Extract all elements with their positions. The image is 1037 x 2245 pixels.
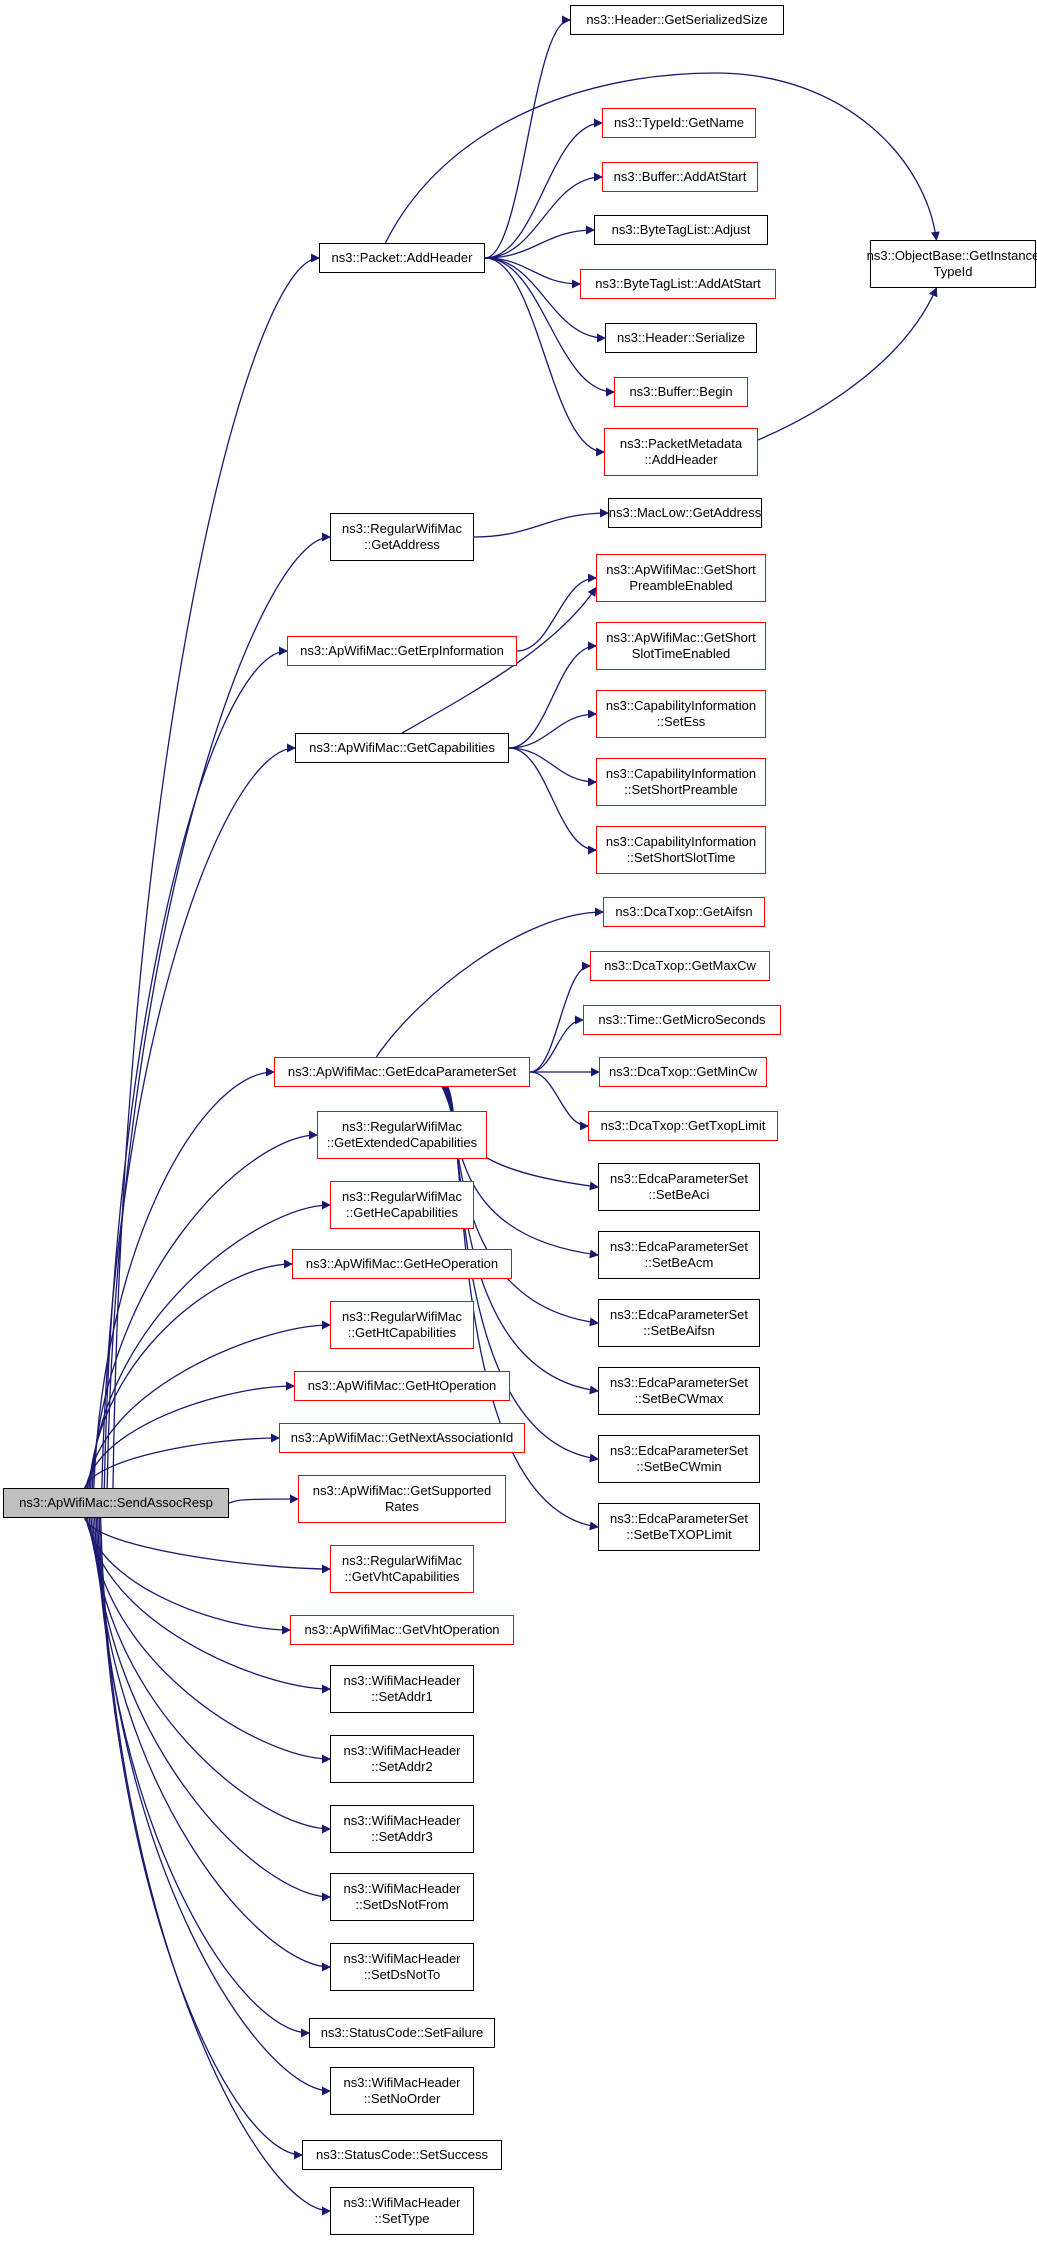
node-buffer-begin[interactable]: ns3::Buffer::Begin (614, 377, 748, 407)
edge-sendAssocResp-to-addHeader (112, 253, 320, 1489)
node-get-short-preamble-enabled[interactable]: ns3::ApWifiMac::GetShort PreambleEnabled (596, 554, 766, 602)
edge-addHeader-to-pmAddHeader (484, 257, 605, 457)
node-get-he-capabilities[interactable]: ns3::RegularWifiMac ::GetHeCapabilities (330, 1181, 474, 1229)
edge-sendAssocResp-to-getSupportedRates (228, 1494, 299, 1504)
edge-sendAssocResp-to-setDsNotFrom (92, 1517, 331, 1902)
edge-addHeader-to-getInstanceTypeId (384, 72, 940, 244)
edge-addHeader-to-headerSerialize (484, 257, 606, 343)
edge-sendAssocResp-to-setNoOrder (97, 1517, 331, 2096)
edge-sendAssocResp-to-getVhtOperation (85, 1517, 291, 1635)
node-set-addr3[interactable]: ns3::WifiMacHeader ::SetAddr3 (330, 1805, 474, 1853)
node-set-ds-not-to[interactable]: ns3::WifiMacHeader ::SetDsNotTo (330, 1943, 474, 1991)
node-get-supported-rates[interactable]: ns3::ApWifiMac::GetSupported Rates (298, 1475, 506, 1523)
node-get-ht-capabilities[interactable]: ns3::RegularWifiMac ::GetHtCapabilities (330, 1301, 474, 1349)
edge-sendAssocResp-to-getCapabilities (101, 743, 296, 1489)
edge-sendAssocResp-to-setType (100, 1517, 331, 2216)
node-set-success[interactable]: ns3::StatusCode::SetSuccess (302, 2140, 502, 2170)
node-set-be-aifsn[interactable]: ns3::EdcaParameterSet ::SetBeAifsn (598, 1299, 760, 1347)
edge-sendAssocResp-to-getEdcaParameterSet (93, 1067, 275, 1489)
node-set-addr2[interactable]: ns3::WifiMacHeader ::SetAddr2 (330, 1735, 474, 1783)
edge-addHeader-to-byteTagAddAtStart (484, 257, 581, 289)
node-get-capabilities[interactable]: ns3::ApWifiMac::GetCapabilities (295, 733, 509, 763)
node-set-be-cwmax[interactable]: ns3::EdcaParameterSet ::SetBeCWmax (598, 1367, 760, 1415)
node-dca-get-txop-limit[interactable]: ns3::DcaTxop::GetTxopLimit (588, 1111, 778, 1141)
node-type-id-get-name[interactable]: ns3::TypeId::GetName (602, 108, 756, 138)
node-set-failure[interactable]: ns3::StatusCode::SetFailure (309, 2018, 495, 2048)
node-get-erp-information[interactable]: ns3::ApWifiMac::GetErpInformation (287, 636, 517, 666)
node-set-be-cwmin[interactable]: ns3::EdcaParameterSet ::SetBeCWmin (598, 1435, 760, 1483)
node-get-next-association-id[interactable]: ns3::ApWifiMac::GetNextAssociationId (279, 1423, 525, 1453)
edge-addHeader-to-typeIdGetName (484, 118, 603, 259)
node-add-header[interactable]: ns3::Packet::AddHeader (319, 243, 485, 273)
node-set-be-acm[interactable]: ns3::EdcaParameterSet ::SetBeAcm (598, 1231, 760, 1279)
edge-sendAssocResp-to-getExtendedCapabilities (91, 1130, 318, 1489)
edge-addHeader-to-bufferAddAtStart (484, 172, 603, 259)
node-ci-set-short-preamble[interactable]: ns3::CapabilityInformation ::SetShortPre… (596, 758, 766, 806)
edge-sendAssocResp-to-setDsNotTo (93, 1517, 331, 1972)
node-buffer-add-at-start[interactable]: ns3::Buffer::AddAtStart (602, 162, 758, 192)
edge-sendAssocResp-to-getHeOperation (88, 1259, 293, 1489)
edge-rwmGetAddress-to-macLowGetAddress (473, 508, 609, 538)
node-get-vht-operation[interactable]: ns3::ApWifiMac::GetVhtOperation (290, 1615, 514, 1645)
edge-sendAssocResp-to-getHtOperation (85, 1381, 295, 1489)
edge-getErpInformation-to-getShortPreambleEnabled (516, 573, 597, 652)
edge-getCapabilities-to-ciSetShortSlotTime (508, 747, 597, 855)
node-ci-set-ess[interactable]: ns3::CapabilityInformation ::SetEss (596, 690, 766, 738)
edge-addHeader-to-bufferBegin (484, 257, 615, 397)
node-ci-set-short-slot-time[interactable]: ns3::CapabilityInformation ::SetShortSlo… (596, 826, 766, 874)
node-set-no-order[interactable]: ns3::WifiMacHeader ::SetNoOrder (330, 2067, 474, 2115)
node-get-serialized-size[interactable]: ns3::Header::GetSerializedSize (570, 5, 784, 35)
node-get-vht-capabilities[interactable]: ns3::RegularWifiMac ::GetVhtCapabilities (330, 1545, 474, 1593)
edge-pmAddHeader-to-getInstanceTypeId (757, 287, 938, 441)
edge-getCapabilities-to-ciSetShortPreamble (508, 747, 597, 787)
node-send-assoc-resp: ns3::ApWifiMac::SendAssocResp (3, 1488, 229, 1518)
node-set-be-txoplimit[interactable]: ns3::EdcaParameterSet ::SetBeTXOPLimit (598, 1503, 760, 1551)
edge-sendAssocResp-to-getVhtCapabilities (84, 1517, 331, 1574)
edge-getEdcaParameterSet-to-dcaGetMaxCw (529, 961, 591, 1073)
node-time-get-micro-seconds[interactable]: ns3::Time::GetMicroSeconds (583, 1005, 781, 1035)
edge-addHeader-to-getSerializedSize (484, 15, 571, 259)
node-header-serialize[interactable]: ns3::Header::Serialize (605, 323, 757, 353)
node-set-type[interactable]: ns3::WifiMacHeader ::SetType (330, 2187, 474, 2235)
node-byte-tag-adjust[interactable]: ns3::ByteTagList::Adjust (594, 215, 768, 245)
edge-sendAssocResp-to-rwmGetAddress (106, 532, 331, 1489)
edge-sendAssocResp-to-getNextAssociationId (84, 1433, 280, 1489)
node-get-edca-parameter-set[interactable]: ns3::ApWifiMac::GetEdcaParameterSet (274, 1057, 530, 1087)
edge-getEdcaParameterSet-to-dcaGetAifsn (375, 907, 604, 1058)
node-get-he-operation[interactable]: ns3::ApWifiMac::GetHeOperation (292, 1249, 512, 1279)
node-get-instance-type-id[interactable]: ns3::ObjectBase::GetInstance TypeId (867, 240, 1037, 288)
edge-getEdcaParameterSet-to-timeGetMicroSeconds (529, 1015, 584, 1073)
node-pm-add-header[interactable]: ns3::PacketMetadata ::AddHeader (604, 428, 758, 476)
node-byte-tag-add-at-start[interactable]: ns3::ByteTagList::AddAtStart (580, 269, 776, 299)
edge-getCapabilities-to-ciSetEss (508, 709, 597, 749)
edge-getCapabilities-to-getShortSlotTimeEnabled (508, 641, 597, 749)
node-get-ht-operation[interactable]: ns3::ApWifiMac::GetHtOperation (294, 1371, 510, 1401)
node-rwm-get-address[interactable]: ns3::RegularWifiMac ::GetAddress (330, 513, 474, 561)
edge-getEdcaParameterSet-to-dcaGetTxopLimit (529, 1071, 589, 1131)
edge-sendAssocResp-to-setAddr1 (87, 1517, 331, 1694)
node-dca-get-aifsn[interactable]: ns3::DcaTxop::GetAifsn (603, 897, 765, 927)
node-get-short-slot-time-enabled[interactable]: ns3::ApWifiMac::GetShort SlotTimeEnabled (596, 622, 766, 670)
edge-addHeader-to-byteTagAdjust (484, 225, 595, 259)
node-get-extended-capabilities[interactable]: ns3::RegularWifiMac ::GetExtendedCapabil… (317, 1111, 487, 1159)
edge-getCapabilities-to-getShortPreambleEnabled (401, 586, 597, 734)
node-set-ds-not-from[interactable]: ns3::WifiMacHeader ::SetDsNotFrom (330, 1873, 474, 1921)
node-set-be-aci[interactable]: ns3::EdcaParameterSet ::SetBeAci (598, 1163, 760, 1211)
edge-sendAssocResp-to-getHtCapabilities (86, 1320, 331, 1489)
node-set-addr1[interactable]: ns3::WifiMacHeader ::SetAddr1 (330, 1665, 474, 1713)
node-mac-low-get-address[interactable]: ns3::MacLow::GetAddress (608, 498, 762, 528)
node-dca-get-max-cw[interactable]: ns3::DcaTxop::GetMaxCw (590, 951, 770, 981)
node-dca-get-min-cw[interactable]: ns3::DcaTxop::GetMinCw (599, 1057, 767, 1087)
edge-sendAssocResp-to-getHeCapabilities (89, 1200, 331, 1489)
